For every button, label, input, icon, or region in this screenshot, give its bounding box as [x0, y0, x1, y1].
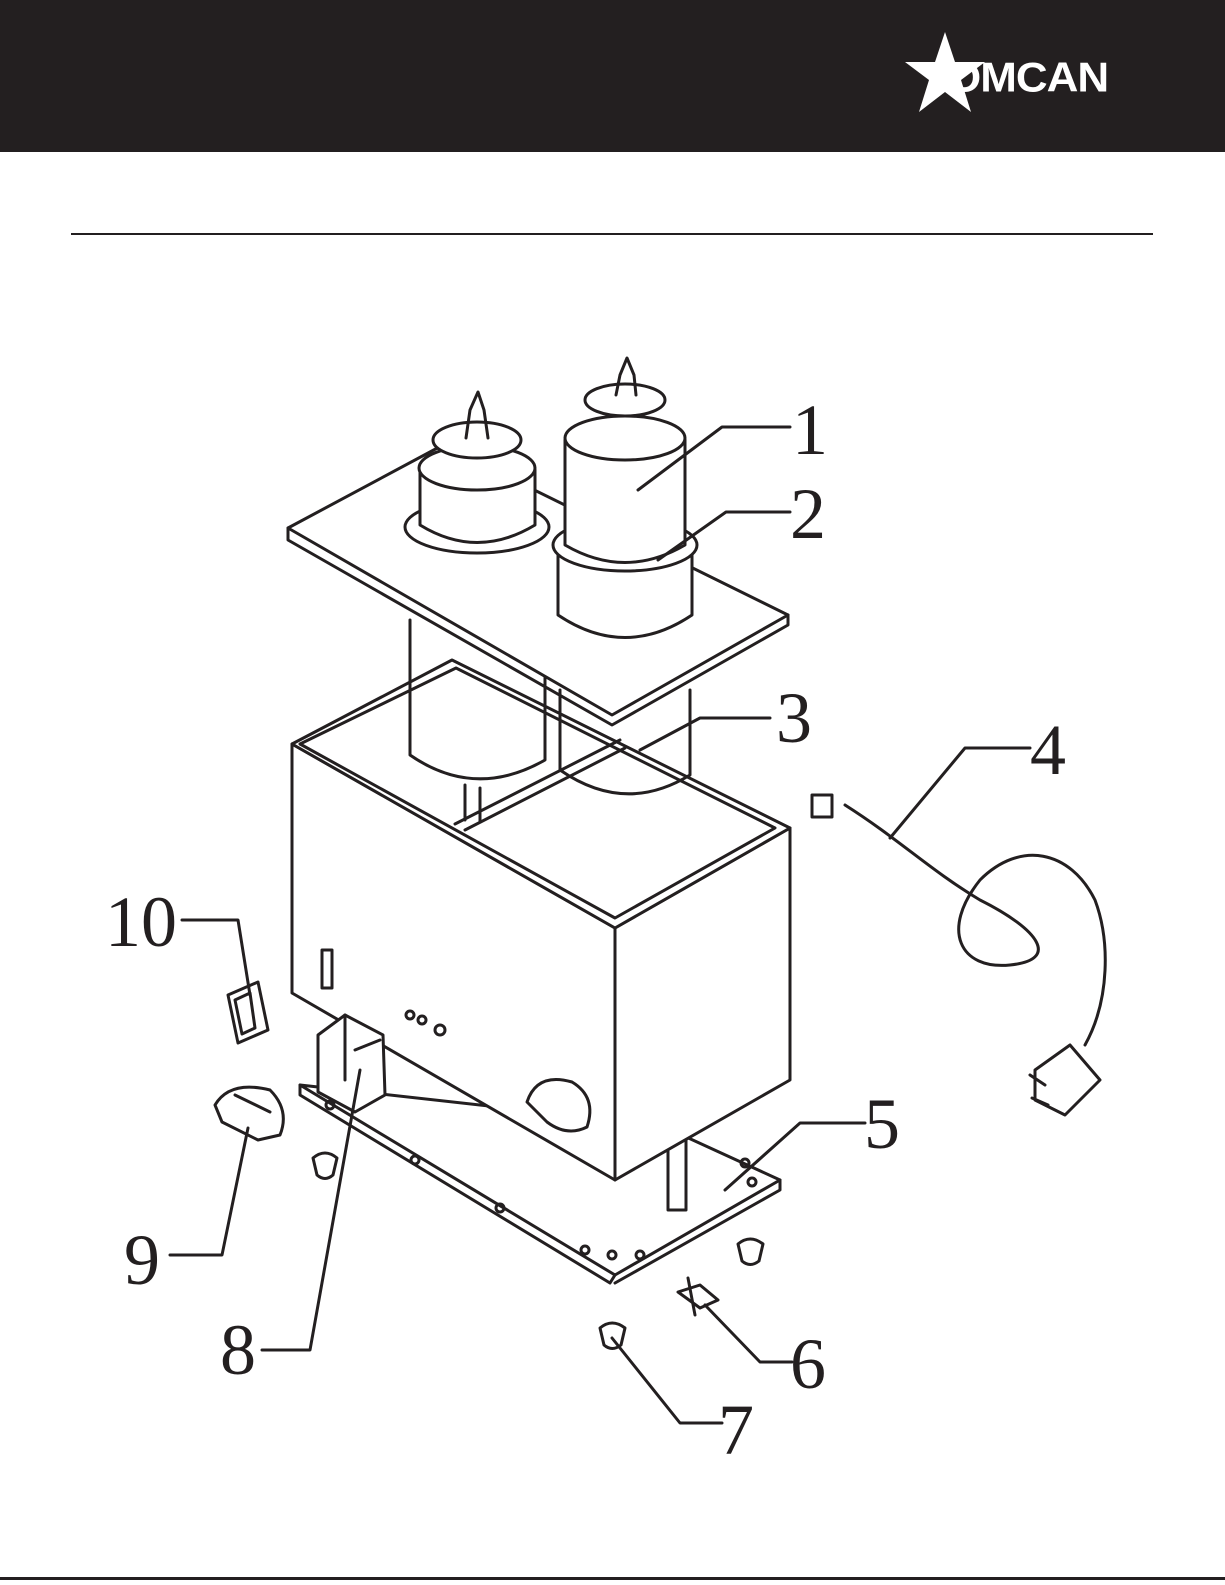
callout-2: 2: [790, 474, 826, 554]
callout-6: 6: [790, 1324, 826, 1404]
footer-rule: [0, 1577, 1225, 1580]
left-bottle: [405, 392, 549, 553]
callout-1: 1: [792, 390, 828, 470]
thermostat: [318, 1015, 385, 1112]
callout-4: 4: [1030, 710, 1066, 790]
power-cord: [812, 795, 1105, 1115]
callout-10: 10: [105, 882, 177, 962]
right-bottle: [553, 358, 697, 638]
cord-clamp: [678, 1278, 718, 1315]
callout-9: 9: [124, 1220, 160, 1300]
callout-3: 3: [776, 678, 812, 758]
callout-8: 8: [220, 1310, 256, 1390]
callout-5: 5: [864, 1084, 900, 1164]
top-plate: [288, 445, 788, 725]
callout-7: 7: [718, 1390, 754, 1470]
control-knob: [215, 1087, 283, 1140]
